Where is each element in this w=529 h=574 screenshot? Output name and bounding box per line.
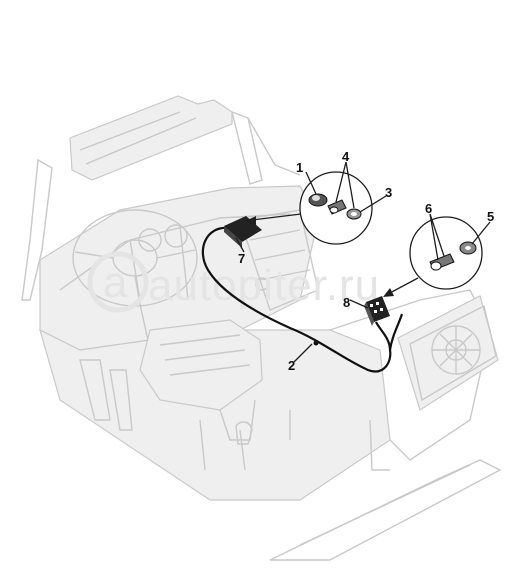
gauge-right — [164, 224, 188, 248]
driver-seat — [139, 319, 263, 411]
callout-6: 6 — [425, 201, 432, 216]
leader-lines — [235, 161, 491, 363]
pointer-a — [251, 213, 302, 221]
part-6-terminal — [429, 253, 455, 271]
detail-circle-a — [299, 171, 373, 245]
heater-unit — [397, 295, 499, 411]
callout-8: 8 — [343, 295, 350, 310]
pointer-b — [387, 277, 419, 295]
part-3-seal — [346, 208, 362, 220]
callout-labels: 1 2 3 4 5 6 7 8 — [238, 149, 494, 373]
watermark-text: autopiter.ru — [148, 261, 380, 310]
callout-3: 3 — [385, 185, 392, 200]
cab-floor — [39, 328, 391, 501]
watermark: a autopiter.ru — [87, 251, 380, 313]
callout-5: 5 — [487, 209, 494, 224]
harness-branch — [388, 313, 404, 351]
callout-4: 4 — [342, 149, 350, 164]
callout-2: 2 — [288, 358, 295, 373]
right-pillar — [230, 110, 263, 185]
overhead-console — [69, 95, 233, 181]
watermark-badge: a — [103, 258, 128, 307]
gauge-left — [138, 228, 162, 252]
harness-junction — [313, 340, 319, 346]
callout-7: 7 — [238, 251, 245, 266]
part-4-terminal — [327, 199, 347, 215]
left-pillar — [21, 158, 53, 301]
part-1-housing — [308, 193, 328, 207]
cab-illustration — [21, 95, 502, 561]
part-5-seal — [459, 241, 477, 255]
rear-wall — [269, 459, 502, 561]
detail-circle-b — [409, 216, 483, 290]
callout-1: 1 — [296, 160, 303, 175]
